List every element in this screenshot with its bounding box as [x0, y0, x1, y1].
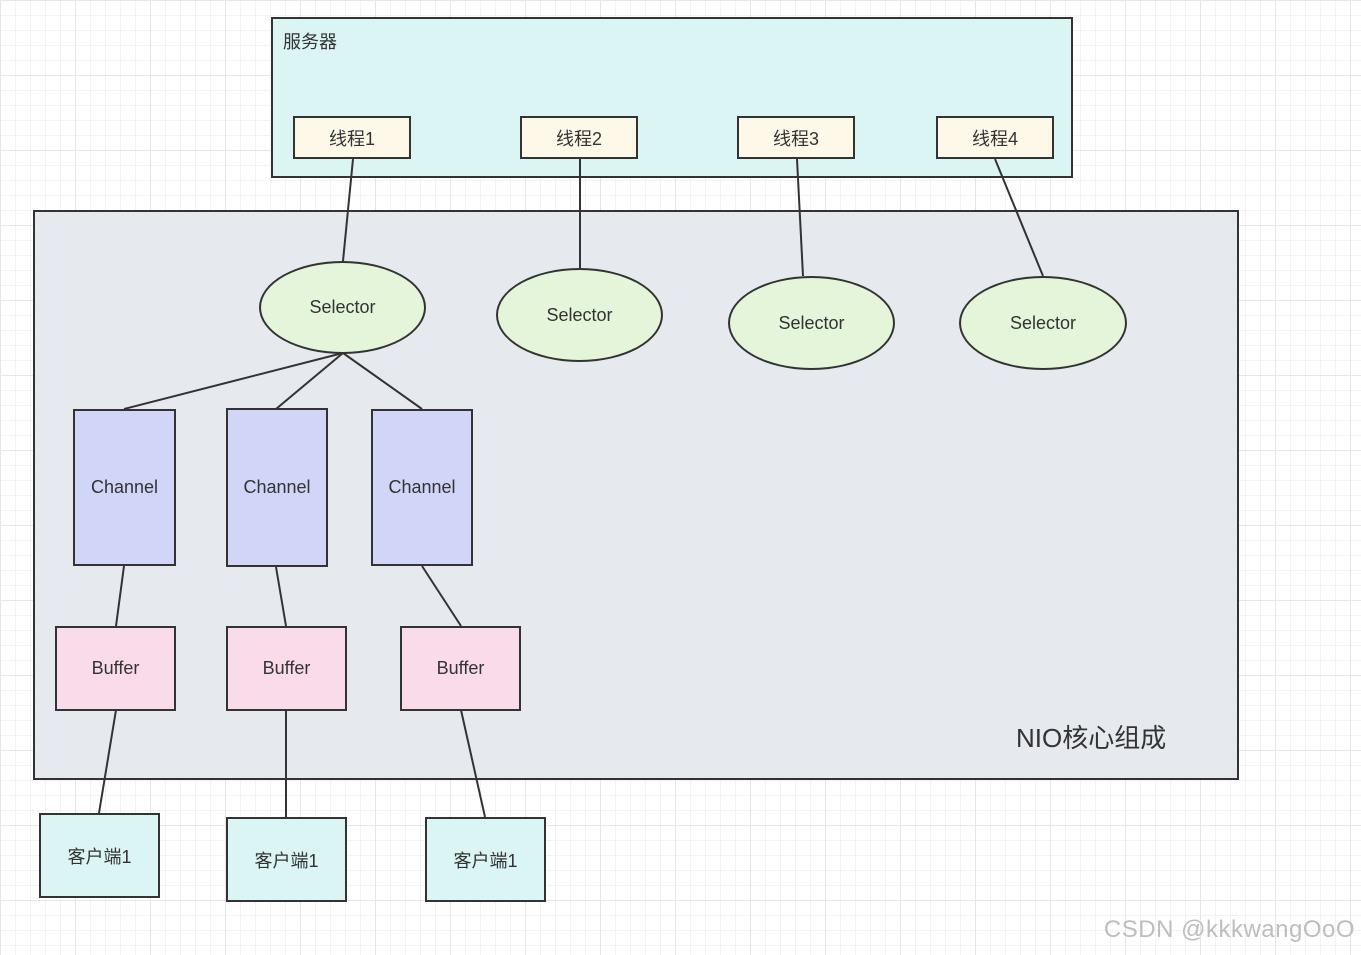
selector-1-ellipse: Selector	[259, 261, 426, 354]
channel-2-box: Channel	[226, 408, 328, 567]
link-thread4-selector4	[994, 158, 1044, 277]
link-thread1-selector1	[342, 158, 354, 262]
selector-3-ellipse: Selector	[728, 276, 895, 370]
server-title: 服务器	[283, 32, 337, 52]
link-buffer1-client1	[98, 709, 117, 814]
buffer-2-box: Buffer	[226, 626, 347, 711]
link-channel3-buffer3	[421, 565, 462, 627]
client-1-box: 客户端1	[39, 813, 160, 898]
client-3-box: 客户端1	[425, 817, 546, 902]
link-thread3-selector3	[796, 158, 804, 277]
selector-2-ellipse: Selector	[496, 268, 663, 362]
link-channel2-buffer2	[275, 566, 287, 627]
thread-3-box: 线程3	[737, 116, 855, 159]
link-buffer3-client3	[460, 709, 486, 818]
thread-1-box: 线程1	[293, 116, 411, 159]
link-selector1-channel1	[123, 352, 344, 410]
nio-core-title: NIO核心组成	[1016, 723, 1167, 753]
link-selector1-channel3	[342, 352, 423, 410]
thread-2-box: 线程2	[520, 116, 638, 159]
buffer-3-box: Buffer	[400, 626, 521, 711]
link-selector1-channel2	[275, 352, 344, 410]
channel-1-box: Channel	[73, 409, 176, 566]
link-channel1-buffer1	[115, 565, 125, 627]
selector-4-ellipse: Selector	[959, 276, 1127, 370]
thread-4-box: 线程4	[936, 116, 1054, 159]
buffer-1-box: Buffer	[55, 626, 176, 711]
csdn-watermark: CSDN @kkkwangOoO	[1103, 916, 1355, 943]
client-2-box: 客户端1	[226, 817, 347, 902]
channel-3-box: Channel	[371, 409, 473, 566]
